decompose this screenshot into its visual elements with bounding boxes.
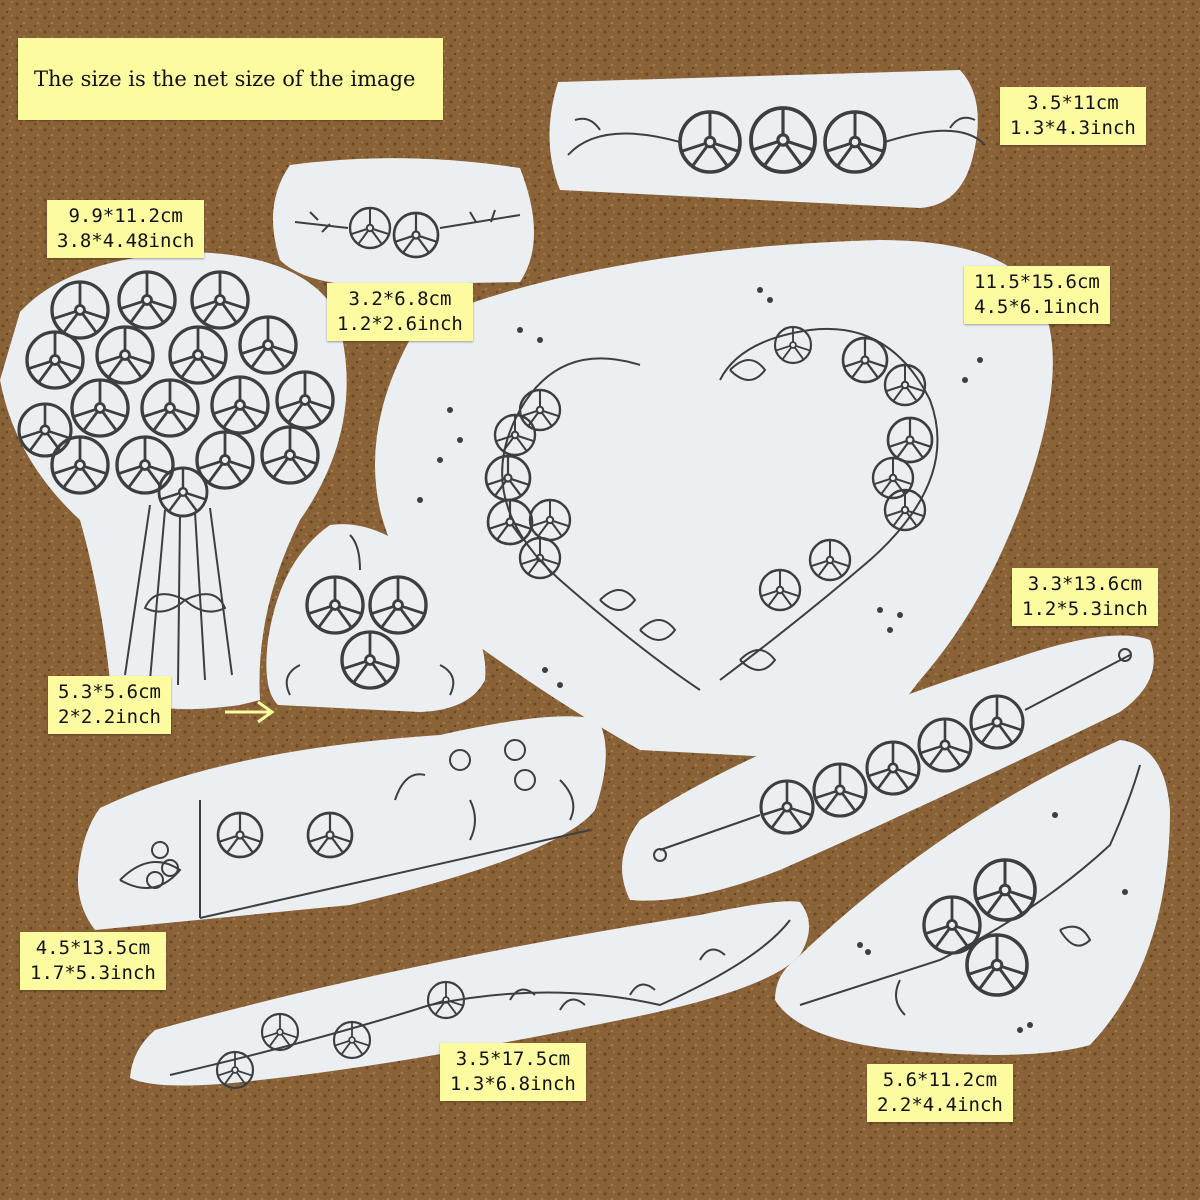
small-garland-paper — [272, 158, 534, 285]
label-top-garland: 3.5*11cm 1.3*4.3inch — [1000, 87, 1146, 145]
label-small-garland: 3.2*6.8cm 1.2*2.6inch — [327, 283, 473, 341]
label-small-garland-cm: 3.2*6.8cm — [348, 288, 452, 310]
label-long-garland: 3.3*13.6cm 1.2*5.3inch — [1012, 568, 1158, 626]
small-garland-motif — [294, 208, 521, 257]
label-top-garland-inch: 1.3*4.3inch — [1010, 117, 1136, 139]
bouquet-motif — [19, 272, 333, 686]
label-vine-strip: 3.5*17.5cm 1.3*6.8inch — [440, 1043, 586, 1101]
label-corner-spray-inch: 2.2*4.4inch — [877, 1094, 1003, 1116]
long-garland-motif — [653, 648, 1132, 862]
size-note-caption: The size is the net size of the image — [18, 38, 443, 120]
label-bouquet-cm: 9.9*11.2cm — [68, 205, 183, 227]
arrow-icon — [225, 700, 275, 724]
label-flower-border-inch: 1.7*5.3inch — [30, 962, 156, 984]
corner-spray-paper — [775, 740, 1170, 1055]
bouquet-paper — [0, 252, 347, 710]
label-flower-border-cm: 4.5*13.5cm — [35, 937, 151, 959]
heart-wreath-motif — [417, 287, 983, 691]
flower-border-motif — [119, 739, 591, 919]
label-top-garland-cm: 3.5*11cm — [1027, 92, 1119, 114]
label-heart-wreath-cm: 11.5*15.6cm — [974, 271, 1100, 293]
label-triangle-flowers-cm: 5.3*5.6cm — [58, 681, 161, 703]
flower-border-paper — [77, 716, 606, 930]
label-heart-wreath-inch: 4.5*6.1inch — [974, 296, 1100, 318]
vine-strip-paper — [130, 901, 809, 1086]
corner-spray-motif — [799, 764, 1141, 1033]
label-vine-strip-cm: 3.5*17.5cm — [455, 1048, 571, 1070]
label-bouquet: 9.9*11.2cm 3.8*4.48inch — [47, 200, 205, 258]
label-long-garland-cm: 3.3*13.6cm — [1027, 573, 1143, 595]
label-heart-wreath: 11.5*15.6cm 4.5*6.1inch — [964, 266, 1110, 324]
label-bouquet-inch: 3.8*4.48inch — [57, 230, 195, 252]
label-corner-spray-cm: 5.6*11.2cm — [882, 1069, 998, 1091]
label-long-garland-inch: 1.2*5.3inch — [1022, 598, 1148, 620]
label-small-garland-inch: 1.2*2.6inch — [337, 313, 463, 335]
label-flower-border: 4.5*13.5cm 1.7*5.3inch — [20, 932, 166, 990]
triangle-flowers-motif — [287, 534, 455, 695]
label-vine-strip-inch: 1.3*6.8inch — [450, 1073, 576, 1095]
top-garland-motif — [567, 108, 986, 172]
top-garland-paper — [549, 70, 978, 208]
label-triangle-flowers-inch: 2*2.2inch — [58, 706, 161, 728]
label-triangle-flowers: 5.3*5.6cm 2*2.2inch — [48, 676, 171, 734]
triangle-flowers-paper — [266, 524, 486, 712]
vine-strip-motif — [169, 919, 791, 1088]
label-corner-spray: 5.6*11.2cm 2.2*4.4inch — [867, 1064, 1013, 1122]
